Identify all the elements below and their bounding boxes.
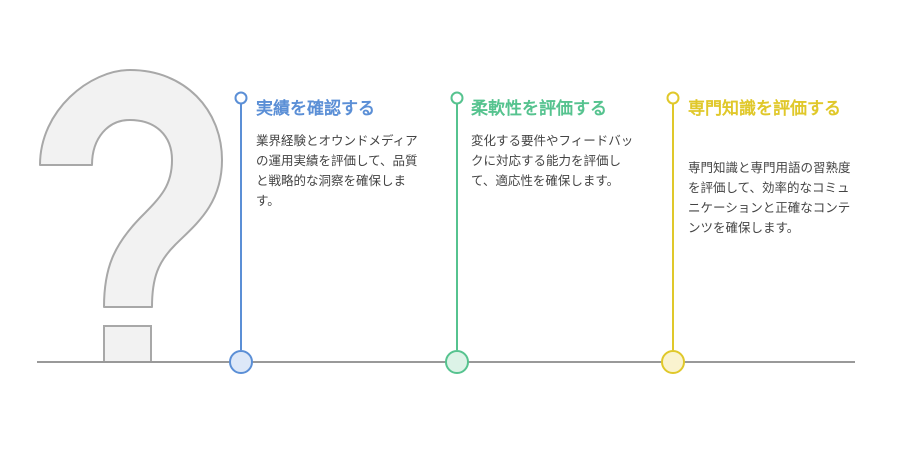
- step-3-marker: [661, 91, 685, 374]
- step-2-description: 変化する要件やフィードバックに対応する能力を評価して、適応性を確保します。: [471, 133, 634, 188]
- step-2-node: [445, 350, 469, 374]
- step-3-title: 専門知識を評価する: [688, 99, 841, 119]
- step-1-title: 実績を確認する: [256, 99, 375, 119]
- step-2-top-dot: [450, 91, 464, 105]
- step-3-top-dot: [666, 91, 680, 105]
- step-1-marker: [229, 91, 253, 374]
- step-1-description: 業界経験とオウンドメディアの運用実績を評価して、品質と戦略的な洞察を確保します。: [256, 133, 418, 208]
- step-1-top-dot: [234, 91, 248, 105]
- step-3-description: 専門知識と専門用語の習熟度を評価して、効率的なコミュニケーションと正確なコンテン…: [688, 160, 851, 235]
- question-mark-icon: [39, 69, 223, 363]
- step-3-node: [661, 350, 685, 374]
- step-1-node: [229, 350, 253, 374]
- step-2-marker: [445, 91, 469, 374]
- step-2-title: 柔軟性を評価する: [471, 99, 607, 119]
